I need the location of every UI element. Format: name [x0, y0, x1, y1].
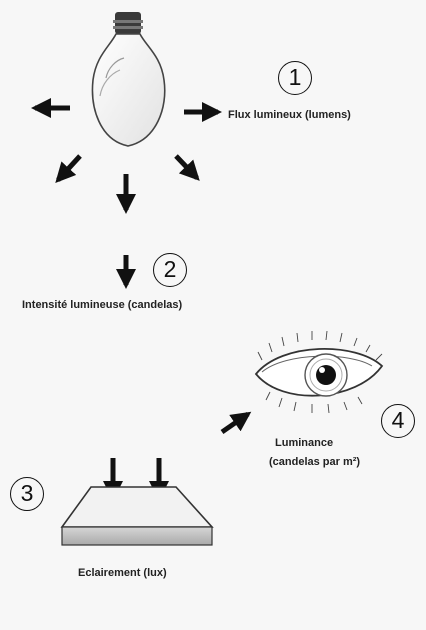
eclairement-label: Eclairement (lux): [78, 567, 167, 579]
intensite-lumineuse-label: Intensité lumineuse (candelas): [22, 299, 183, 311]
light-bulb-icon: [91, 12, 166, 147]
number-marker-1: 1: [278, 61, 312, 95]
number-marker-2: 2: [153, 253, 187, 287]
illuminated-surface-icon: [60, 486, 214, 546]
number-marker-4: 4: [381, 404, 415, 438]
arrow-icon: [174, 154, 200, 181]
arrow-icon: [55, 154, 82, 183]
flux-arrows: [31, 98, 222, 214]
luminance-unit-label: (candelas par m²): [269, 456, 361, 468]
eye-icon: [254, 330, 384, 414]
number-marker-3: 3: [10, 477, 44, 511]
flux-lumineux-label: Flux lumineux (lumens): [228, 109, 351, 121]
luminance-label: Luminance: [275, 437, 334, 449]
arrow-icon: [220, 411, 252, 435]
